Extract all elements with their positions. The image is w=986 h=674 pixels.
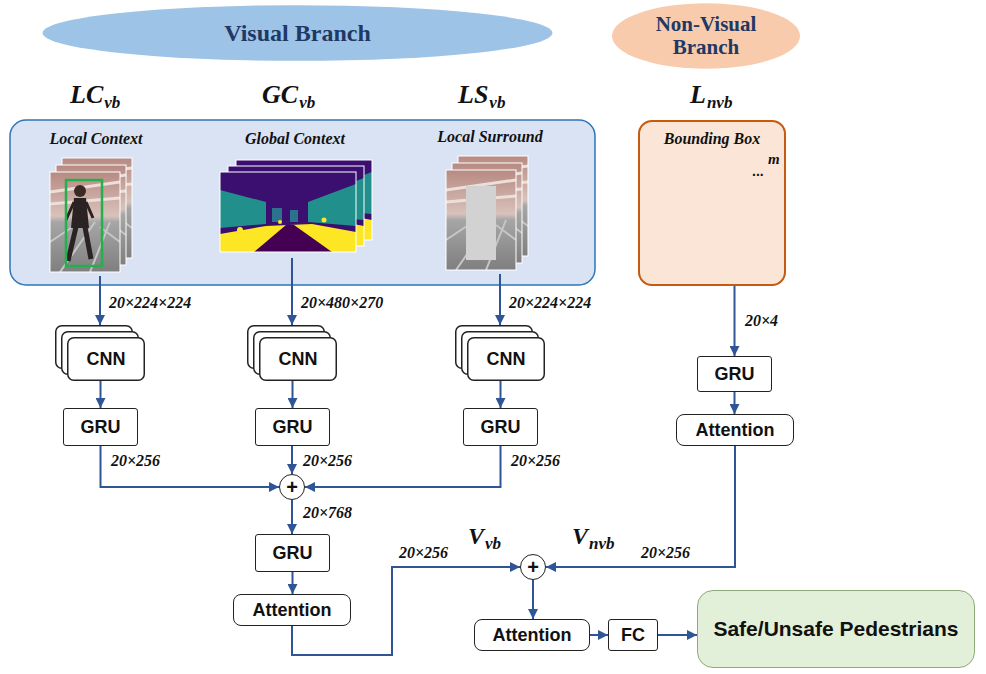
node-text: GRU (481, 417, 521, 438)
gru-box: GRU (463, 408, 538, 446)
vector-symbol: V (468, 522, 484, 550)
symbol-subscript: vb (299, 93, 315, 113)
flow-arrow (101, 446, 280, 487)
dimension-label: 20×4 (744, 312, 779, 330)
input-panel: Bounding Box (638, 120, 786, 286)
cnn-block: CNN (455, 325, 545, 381)
node-text: CNN (87, 349, 126, 370)
flow-arrow (292, 572, 294, 594)
node-text: Global Context (245, 130, 345, 148)
flow-arrow (99, 276, 101, 325)
image-input: Global Context (205, 130, 385, 258)
node-text: GRU (273, 417, 313, 438)
output-box: Safe/Unsafe Pedestrians (697, 590, 975, 668)
node-text: Safe/Unsafe Pedestrians (713, 617, 958, 641)
gru-box: GRU (255, 408, 330, 446)
attention-box: Attention (474, 619, 590, 651)
concat-circle: + (520, 554, 546, 580)
cnn-block: CNN (247, 325, 337, 381)
branch-symbol: L (690, 80, 706, 110)
node-text: Bounding Box (664, 130, 760, 148)
node-text: Non-Visual Branch (631, 13, 781, 59)
dimension-label: 20×256 (398, 544, 449, 562)
node-text: GRU (715, 364, 755, 385)
node-text: + (527, 557, 539, 577)
flow-arrow (500, 381, 502, 408)
dimension-label: 20×256 (110, 452, 161, 470)
node-text: Visual Branch (224, 20, 370, 47)
node-text: Attention (493, 625, 572, 646)
symbol-subscript: nvb (589, 534, 615, 554)
node-text: Local Context (50, 130, 143, 148)
dimension-label: 20×256 (302, 452, 353, 470)
flow-arrow (590, 634, 608, 636)
flow-arrow (734, 286, 736, 356)
dimension-label: 20×768 (302, 504, 353, 522)
branch-symbol: LC (70, 80, 103, 110)
image-input: Local Context (38, 130, 154, 276)
symbol-subscript: vb (489, 93, 505, 113)
node-text: GRU (273, 543, 313, 564)
concat-circle: + (279, 474, 305, 500)
vector-symbol: V (572, 522, 588, 550)
ellipsis-mark: ... (752, 163, 764, 179)
gru-box: GRU (697, 356, 772, 392)
image-input: Local Surround (428, 128, 552, 274)
cnn-block: CNN (55, 325, 145, 381)
branch-title: Non-Visual Branch (611, 2, 801, 70)
count-symbol: m (768, 150, 780, 168)
node-text: + (286, 477, 298, 497)
symbol-subscript: nvb (707, 93, 733, 113)
attention-box: Attention (233, 594, 351, 626)
gru-box: GRU (255, 534, 330, 572)
gru-box: GRU (63, 408, 138, 446)
dimension-label: 20×224×224 (508, 294, 592, 312)
symbol-subscript: vb (104, 93, 120, 113)
dimension-label: 20×224×224 (108, 294, 192, 312)
node-text: CNN (279, 349, 318, 370)
attention-box: Attention (676, 414, 794, 446)
flow-arrow (532, 580, 534, 619)
node-text: Attention (253, 600, 332, 621)
flow-arrow (100, 381, 102, 408)
flow-arrow (291, 500, 293, 534)
node-text: Attention (696, 420, 775, 441)
flow-arrow (734, 392, 736, 414)
flow-arrow (499, 274, 501, 325)
node-text: FC (621, 625, 645, 646)
flow-arrow (546, 446, 735, 567)
branch-symbol: LS (458, 80, 488, 110)
flow-arrow (291, 446, 293, 474)
flow-arrow (658, 634, 697, 636)
fc-box: FC (608, 619, 658, 651)
symbol-subscript: vb (485, 534, 501, 554)
dimension-label: 20×256 (510, 452, 561, 470)
branch-title: Visual Branch (40, 4, 555, 62)
dimension-label: 20×480×270 (300, 294, 384, 312)
dimension-label: 20×256 (640, 544, 691, 562)
branch-symbol: GC (262, 80, 298, 110)
node-text: GRU (81, 417, 121, 438)
flow-arrow (292, 381, 294, 408)
node-text: Local Surround (437, 128, 542, 146)
node-text: CNN (487, 349, 526, 370)
flow-arrow (291, 258, 293, 325)
